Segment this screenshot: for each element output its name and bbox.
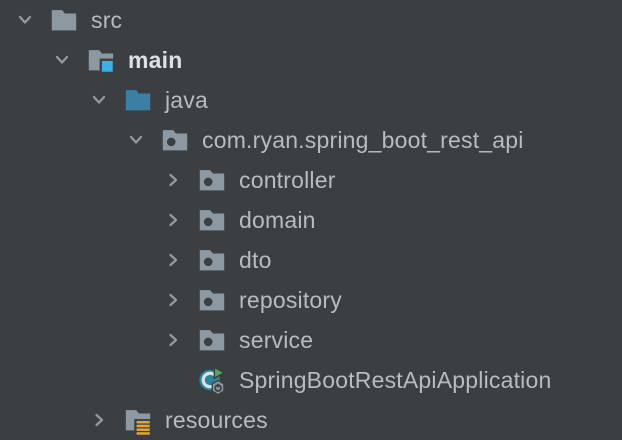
tree-row-resources[interactable]: resources (0, 400, 622, 440)
tree-row-service[interactable]: service (0, 320, 622, 360)
tree-row-java[interactable]: java (0, 80, 622, 120)
chevron-right-icon[interactable] (163, 330, 183, 350)
folder-icon (49, 5, 79, 35)
tree-item-label: src (91, 6, 123, 33)
tree-item-label: domain (239, 206, 316, 233)
tree-row-main[interactable]: main (0, 40, 622, 80)
chevron-right-icon[interactable] (163, 250, 183, 270)
package-icon (197, 245, 227, 275)
chevron-down-icon[interactable] (15, 10, 35, 30)
tree-row-controller[interactable]: controller (0, 160, 622, 200)
tree-item-label: java (165, 86, 208, 113)
tree-item-label: main (128, 46, 183, 73)
package-icon (197, 325, 227, 355)
chevron-right-icon[interactable] (163, 170, 183, 190)
chevron-down-icon[interactable] (52, 50, 72, 70)
tree-item-label: repository (239, 286, 342, 313)
resources-root-folder-icon (123, 405, 153, 435)
chevron-right-icon[interactable] (163, 290, 183, 310)
tree-row-springbootrestapiapplication[interactable]: SpringBootRestApiApplication (0, 360, 622, 400)
package-icon (197, 205, 227, 235)
spring-boot-run-icon (197, 365, 227, 395)
chevron-placeholder (163, 370, 183, 390)
chevron-right-icon[interactable] (163, 210, 183, 230)
tree-item-label: SpringBootRestApiApplication (239, 366, 552, 393)
tree-item-label: dto (239, 246, 272, 273)
sources-root-folder-icon (86, 45, 116, 75)
tree-row-src[interactable]: src (0, 0, 622, 40)
tree-item-label: controller (239, 166, 336, 193)
tree-row-repository[interactable]: repository (0, 280, 622, 320)
tree-row-domain[interactable]: domain (0, 200, 622, 240)
java-source-folder-icon (123, 85, 153, 115)
tree-item-label: resources (165, 406, 268, 433)
chevron-down-icon[interactable] (89, 90, 109, 110)
chevron-right-icon[interactable] (89, 410, 109, 430)
package-icon (160, 125, 190, 155)
package-icon (197, 165, 227, 195)
tree-item-label: service (239, 326, 314, 353)
tree-row-com-ryan-spring-boot-rest-api[interactable]: com.ryan.spring_boot_rest_api (0, 120, 622, 160)
chevron-down-icon[interactable] (126, 130, 146, 150)
package-icon (197, 285, 227, 315)
tree-item-label: com.ryan.spring_boot_rest_api (202, 126, 524, 153)
tree-row-dto[interactable]: dto (0, 240, 622, 280)
